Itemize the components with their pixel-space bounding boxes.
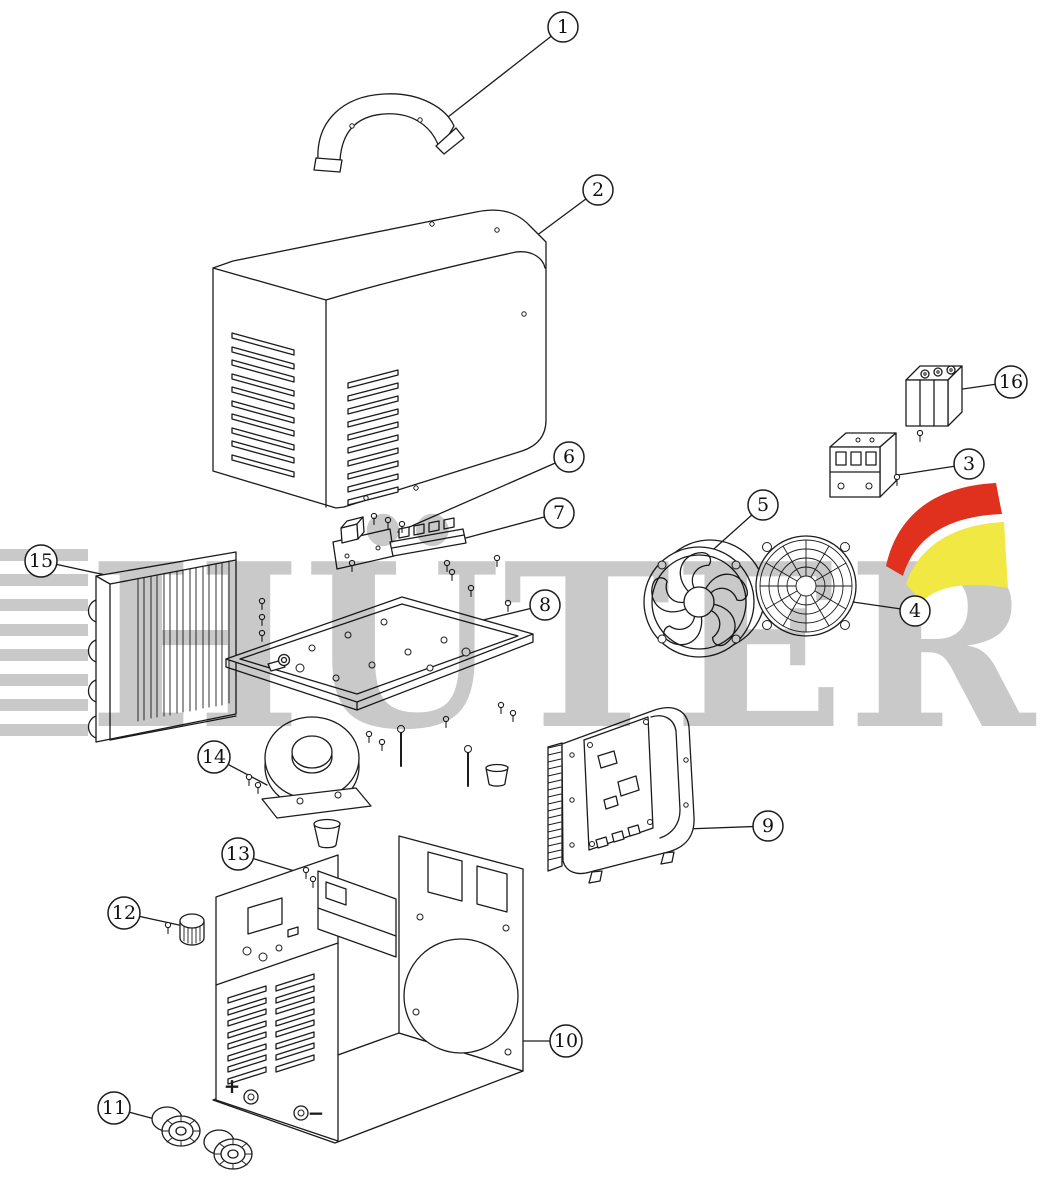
callout-6: 6 bbox=[553, 441, 585, 473]
svg-text:15: 15 bbox=[29, 550, 53, 572]
part-connectors bbox=[151, 1106, 253, 1170]
callout-7: 7 bbox=[543, 497, 575, 529]
rear-panel-fins bbox=[547, 744, 562, 861]
part-knob bbox=[179, 913, 205, 946]
part-chassis: + − bbox=[212, 835, 524, 1144]
callout-10: 10 bbox=[549, 1024, 583, 1058]
minus-terminal-label: − bbox=[308, 1101, 325, 1125]
part-fan-grille bbox=[755, 535, 857, 637]
svg-text:1: 1 bbox=[557, 16, 569, 38]
part-terminal-block bbox=[905, 365, 963, 427]
callout-5: 5 bbox=[747, 489, 779, 521]
callout-12: 12 bbox=[107, 896, 141, 930]
part-front-overlay bbox=[317, 870, 397, 958]
watermark-stripes bbox=[0, 549, 88, 736]
part-handle bbox=[313, 93, 465, 173]
svg-text:7: 7 bbox=[553, 502, 565, 524]
swoosh-red-shape bbox=[886, 483, 1002, 576]
svg-text:13: 13 bbox=[226, 843, 250, 865]
heatsink-fins bbox=[137, 560, 230, 722]
svg-text:16: 16 bbox=[999, 371, 1023, 393]
svg-text:11: 11 bbox=[102, 1097, 126, 1119]
callout-16: 16 bbox=[994, 365, 1028, 399]
part-fan bbox=[643, 539, 766, 658]
callouts-group: 1 2 3 4 5 6 7 8 9 10 11 12 13 14 15 16 bbox=[24, 11, 1028, 1125]
chassis-louvers-b bbox=[275, 973, 315, 1073]
grille-spokes bbox=[759, 539, 853, 633]
part-transformer bbox=[261, 716, 372, 849]
hardware-bolts bbox=[277, 653, 509, 787]
fan-blades bbox=[651, 551, 749, 647]
swoosh-yellow-shape bbox=[906, 522, 1008, 602]
callout-11: 11 bbox=[97, 1091, 131, 1125]
cover-louvers-left bbox=[231, 332, 295, 478]
svg-text:2: 2 bbox=[592, 179, 604, 201]
callout-3: 3 bbox=[953, 448, 985, 480]
part-cover bbox=[212, 209, 547, 509]
part-base-plate bbox=[225, 596, 534, 711]
cover-louvers-front bbox=[347, 369, 399, 506]
part-pcb-bracket bbox=[332, 516, 395, 570]
callout-4: 4 bbox=[899, 595, 931, 627]
svg-text:8: 8 bbox=[539, 594, 551, 616]
watermark-text: HÜTER bbox=[88, 512, 1037, 780]
callout-13: 13 bbox=[221, 837, 255, 871]
watermark: HÜTER bbox=[0, 483, 1037, 780]
callout-14: 14 bbox=[197, 740, 231, 774]
callout-2: 2 bbox=[582, 174, 614, 206]
callout-9: 9 bbox=[752, 810, 784, 842]
svg-text:9: 9 bbox=[762, 815, 774, 837]
plus-terminal-label: + bbox=[224, 1074, 241, 1098]
svg-text:4: 4 bbox=[909, 600, 921, 622]
callout-1: 1 bbox=[547, 11, 579, 43]
callout-8: 8 bbox=[529, 589, 561, 621]
part-contactor bbox=[829, 432, 897, 498]
part-heatsink-panel bbox=[87, 551, 237, 743]
svg-text:12: 12 bbox=[112, 902, 136, 924]
svg-text:10: 10 bbox=[554, 1030, 578, 1052]
diagram-parts: + − bbox=[40, 26, 1012, 1170]
svg-text:5: 5 bbox=[757, 494, 769, 516]
chassis-louvers-a bbox=[227, 985, 267, 1085]
callout-15: 15 bbox=[24, 544, 58, 578]
svg-text:14: 14 bbox=[202, 746, 226, 768]
svg-text:6: 6 bbox=[563, 446, 575, 468]
svg-text:3: 3 bbox=[963, 453, 975, 475]
part-rear-panel bbox=[547, 707, 695, 884]
